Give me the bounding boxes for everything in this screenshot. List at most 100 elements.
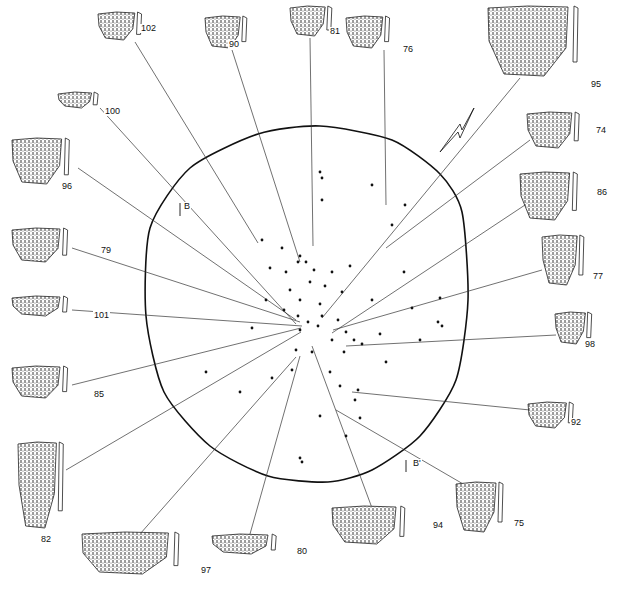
callout-number: 92	[570, 418, 582, 427]
sherd-drawing	[520, 172, 577, 220]
sherd-drawing	[488, 6, 578, 76]
find-dot	[205, 371, 208, 374]
find-dot	[311, 351, 314, 354]
find-dot	[305, 261, 308, 264]
leader-line	[72, 310, 302, 326]
leader-line	[135, 42, 258, 243]
leader-line	[310, 38, 313, 246]
find-dot	[313, 269, 316, 272]
find-dot	[361, 343, 364, 346]
find-dot	[329, 371, 332, 374]
find-dot	[437, 321, 440, 324]
sherd-drawing	[346, 16, 390, 48]
find-dot	[299, 255, 302, 258]
find-dot	[379, 333, 382, 336]
sherd-drawing	[456, 482, 503, 532]
find-dot	[319, 415, 322, 418]
callout-number: 85	[93, 390, 105, 399]
callout-number: 76	[402, 45, 414, 54]
sherd-drawing	[82, 532, 179, 574]
callout-number: 79	[100, 246, 112, 255]
find-dot	[411, 307, 414, 310]
north-arrow	[440, 108, 474, 152]
leader-line	[322, 78, 520, 318]
find-dot	[299, 299, 302, 302]
find-dot	[349, 265, 352, 268]
find-dot	[301, 461, 304, 464]
callout-number: 95	[590, 80, 602, 89]
find-dot	[371, 184, 374, 187]
find-dot	[297, 261, 300, 264]
find-dot	[271, 377, 274, 380]
find-dot	[337, 319, 340, 322]
find-dot	[354, 399, 357, 402]
find-dot	[319, 171, 322, 174]
find-dot	[359, 417, 362, 420]
find-dot	[281, 247, 284, 250]
find-dot	[295, 349, 298, 352]
sherd-drawing	[12, 296, 68, 316]
sherd-drawing	[212, 534, 276, 554]
find-dot	[385, 361, 388, 364]
find-dot	[265, 299, 268, 302]
leader-line	[336, 410, 470, 488]
find-dot	[297, 315, 300, 318]
find-dot	[343, 351, 346, 354]
find-dot	[353, 339, 356, 342]
sherd-drawing	[18, 442, 63, 528]
callout-number: 102	[140, 24, 157, 33]
find-dot	[341, 291, 344, 294]
find-dot	[403, 271, 406, 274]
sherd-drawing	[98, 12, 142, 40]
find-dot	[285, 271, 288, 274]
find-dot	[391, 224, 394, 227]
leader-line	[250, 356, 300, 534]
sherd-drawing	[58, 92, 98, 108]
sherd-drawing	[12, 138, 69, 184]
callout-number: 90	[228, 40, 240, 49]
find-dot	[321, 199, 324, 202]
find-dot	[371, 299, 374, 302]
find-dot	[289, 289, 292, 292]
find-dot	[239, 391, 242, 394]
find-dot	[331, 339, 334, 342]
leader-line	[100, 108, 296, 324]
find-dot	[251, 327, 254, 330]
sherd-drawing	[12, 366, 68, 398]
callout-number: 101	[93, 311, 110, 320]
find-dot	[299, 457, 302, 460]
sherd-drawing	[527, 112, 579, 148]
find-dot	[319, 303, 322, 306]
find-dot	[269, 267, 272, 270]
sherd-drawing	[290, 6, 332, 36]
callout-number: 82	[40, 535, 52, 544]
leader-line	[72, 248, 300, 322]
callout-number: 94	[432, 521, 444, 530]
find-dot	[324, 285, 327, 288]
find-dot	[307, 321, 310, 324]
leader-line	[312, 346, 372, 508]
leader-line	[352, 392, 530, 410]
find-dot	[345, 435, 348, 438]
find-dot	[331, 271, 334, 274]
sherd-drawing	[528, 402, 573, 428]
leader-line	[140, 357, 296, 534]
find-dot	[441, 325, 444, 328]
find-dot	[345, 331, 348, 334]
callout-number: 74	[595, 126, 607, 135]
leader-line	[78, 168, 296, 320]
find-dot	[309, 281, 312, 284]
find-dot	[321, 177, 324, 180]
find-dot	[299, 329, 302, 332]
callout-number: 80	[296, 547, 308, 556]
section-label: B	[183, 202, 191, 211]
find-dot	[261, 239, 264, 242]
leader-line	[333, 270, 542, 330]
sherd-drawing	[12, 228, 68, 262]
callout-number: 81	[329, 27, 341, 36]
find-dot	[419, 339, 422, 342]
find-dot	[357, 389, 360, 392]
callout-number: 97	[200, 566, 212, 575]
